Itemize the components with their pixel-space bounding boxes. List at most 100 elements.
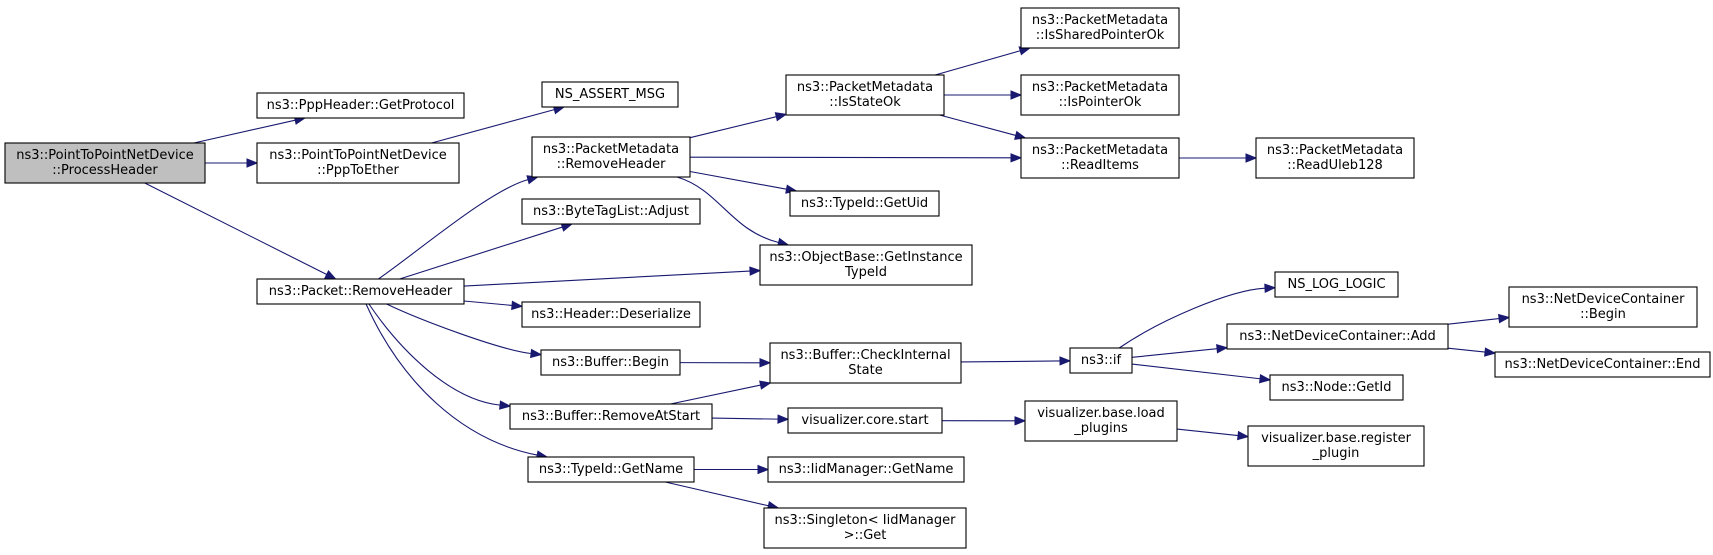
edge-line	[939, 114, 1016, 136]
node-box	[521, 301, 701, 328]
node-packet-removeheader[interactable]: ns3::Packet::RemoveHeader	[256, 278, 465, 305]
node-pm-issharedpointerok[interactable]: ns3::PacketMetadata::IsSharedPointerOk	[1020, 7, 1180, 49]
arrowhead-icon	[774, 112, 788, 122]
edge-line	[144, 182, 327, 275]
arrowhead-icon	[246, 158, 259, 168]
edge-line	[1447, 318, 1500, 325]
node-ns-log-logic[interactable]: NS_LOG_LOGIC	[1274, 271, 1399, 298]
node-ns3-if[interactable]: ns3::if	[1069, 347, 1133, 374]
node-pm-ispointerok[interactable]: ns3::PacketMetadata::IsPointerOk	[1020, 74, 1180, 116]
node-ppptoether[interactable]: ns3::PointToPointNetDevice::PppToEther	[256, 142, 460, 184]
edge-buffer_removeatstart-to-visualizer_core_start	[711, 414, 790, 424]
node-box	[785, 74, 945, 116]
edge-pm_isstateok-to-pm_readitems	[939, 114, 1027, 140]
node-singleton-get[interactable]: ns3::Singleton< IidManager>::Get	[763, 507, 967, 549]
edge-line	[368, 303, 501, 406]
arrowhead-icon	[1010, 90, 1023, 100]
edge-line	[934, 50, 1021, 76]
node-buffer-begin[interactable]: ns3::Buffer::Begin	[540, 349, 681, 376]
edges-layer	[144, 46, 1511, 511]
node-box	[1020, 74, 1180, 116]
node-box	[1024, 400, 1178, 442]
node-label: State	[848, 363, 882, 378]
node-label: ::PppToEther	[317, 163, 399, 178]
arrowhead-icon	[1014, 416, 1027, 426]
node-label: ns3::ObjectBase::GetInstance	[769, 250, 962, 265]
node-pm-readuleb128[interactable]: ns3::PacketMetadata::ReadUleb128	[1255, 137, 1415, 179]
node-netdevicecontainer-end[interactable]: ns3::NetDeviceContainer::End	[1494, 351, 1711, 378]
edge-line	[1118, 287, 1266, 349]
edge-visualizer_base_load_plugins-to-visualizer_base_register_plugin	[1176, 428, 1250, 441]
node-visualizer-core-start[interactable]: visualizer.core.start	[787, 407, 943, 434]
node-box	[789, 190, 940, 217]
node-label: ::IsSharedPointerOk	[1036, 28, 1165, 43]
node-pm-readitems[interactable]: ns3::PacketMetadata::ReadItems	[1020, 137, 1180, 179]
arrowhead-icon	[1498, 313, 1511, 324]
edge-packet_removeheader-to-typeid_getname	[365, 303, 549, 460]
node-box	[759, 244, 973, 286]
edge-line	[689, 156, 1012, 159]
arrowhead-icon	[1059, 356, 1072, 366]
edge-packet_removeheader-to-buffer_removeatstart	[368, 303, 512, 410]
node-label: visualizer.base.load	[1037, 406, 1165, 421]
node-buffer-removeatstart[interactable]: ns3::Buffer::RemoveAtStart	[509, 403, 713, 430]
edge-line	[365, 303, 538, 456]
node-box	[1069, 347, 1133, 374]
node-typeid-getuid[interactable]: ns3::TypeId::GetUid	[789, 190, 940, 217]
edge-line	[378, 179, 529, 280]
edge-typeid_getname-to-singleton_get	[665, 481, 780, 511]
node-label: ::RemoveHeader	[557, 157, 667, 172]
node-iidmanager-getname[interactable]: ns3::IidManager::GetName	[767, 456, 965, 483]
node-box	[767, 456, 965, 483]
node-netdevicecontainer-add[interactable]: ns3::NetDeviceContainer::Add	[1226, 323, 1449, 350]
node-box	[1247, 425, 1425, 467]
edge-line	[386, 303, 532, 355]
edge-netdevicecontainer_add-to-netdevicecontainer_begin	[1447, 313, 1511, 325]
node-label: ns3::PppHeader::GetProtocol	[267, 98, 455, 113]
node-visualizer-base-load-plugins[interactable]: visualizer.base.load_plugins	[1024, 400, 1178, 442]
node-typeid-getname[interactable]: ns3::TypeId::GetName	[527, 456, 695, 483]
edge-pm_isstateok-to-pm_issharedpointerok	[934, 46, 1032, 76]
node-label: ns3::NetDeviceContainer::Add	[1239, 329, 1436, 344]
node-pm-removeheader[interactable]: ns3::PacketMetadata::RemoveHeader	[531, 136, 691, 178]
node-ns-assert-msg[interactable]: NS_ASSERT_MSG	[541, 81, 679, 108]
node-box	[256, 278, 465, 305]
edge-netdevicecontainer_add-to-netdevicecontainer_end	[1447, 347, 1497, 357]
node-netdevicecontainer-begin[interactable]: ns3::NetDeviceContainer::Begin	[1508, 286, 1698, 328]
node-visualizer-base-register-plugin[interactable]: visualizer.base.register_plugin	[1247, 425, 1425, 467]
arrowhead-icon	[749, 266, 762, 276]
node-box	[1274, 271, 1399, 298]
node-box	[763, 507, 967, 549]
node-label: ns3::PacketMetadata	[1032, 13, 1168, 28]
node-box	[1494, 351, 1711, 378]
node-header-deserialize[interactable]: ns3::Header::Deserialize	[521, 301, 701, 328]
node-box	[521, 198, 701, 225]
node-box	[1020, 7, 1180, 49]
node-label: ns3::if	[1081, 353, 1122, 368]
arrowhead-icon	[777, 414, 790, 424]
edge-buffer_checkinternalstate-to-ns3_if	[960, 356, 1072, 366]
arrowhead-icon	[1259, 373, 1272, 384]
edge-line	[1176, 428, 1239, 437]
edge-line	[665, 481, 769, 507]
edge-line	[1447, 347, 1486, 353]
node-label: ns3::Buffer::Begin	[552, 355, 669, 370]
edge-packet_removeheader-to-buffer_begin	[386, 303, 543, 359]
node-label: ns3::TypeId::GetUid	[801, 196, 928, 211]
node-label: _plugin	[1312, 446, 1360, 461]
node-node-getid[interactable]: ns3::Node::GetId	[1269, 374, 1404, 401]
node-ppp-getprotocol[interactable]: ns3::PppHeader::GetProtocol	[256, 92, 465, 119]
edge-typeid_getname-to-iidmanager_getname	[694, 464, 770, 475]
node-label: ns3::Header::Deserialize	[531, 307, 691, 322]
edge-line	[960, 360, 1061, 363]
node-label: ns3::Buffer::CheckInternal	[780, 348, 950, 363]
edge-pm_removeheader-to-typeid_getuid	[689, 170, 798, 194]
node-label: visualizer.base.register	[1261, 431, 1412, 446]
node-bytetaglist-adjust[interactable]: ns3::ByteTagList::Adjust	[521, 198, 701, 225]
node-pm-isstateok[interactable]: ns3::PacketMetadata::IsStateOk	[785, 74, 945, 116]
edge-line	[1131, 348, 1218, 358]
edge-ns3_if-to-node_getid	[1131, 363, 1272, 384]
node-label: >::Get	[844, 528, 887, 543]
